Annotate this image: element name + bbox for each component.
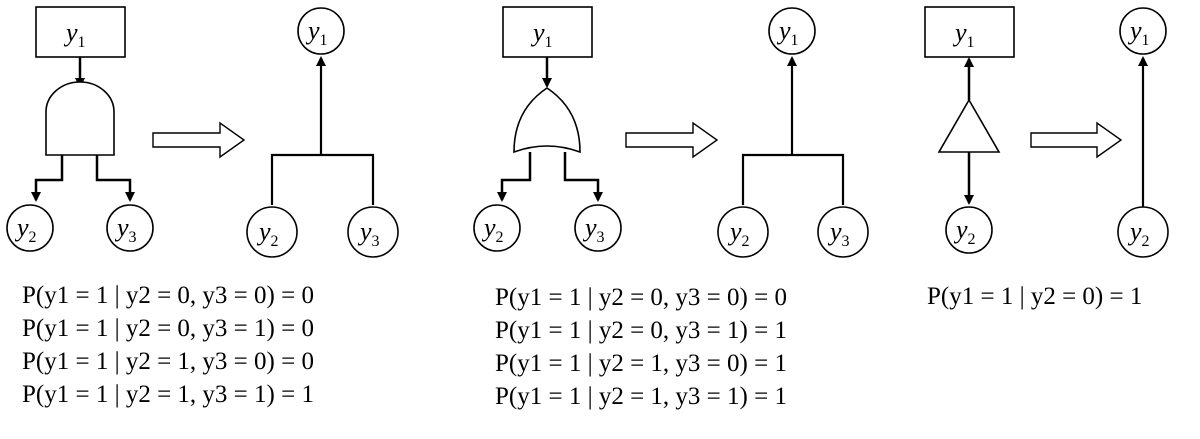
node-y3 <box>106 204 154 252</box>
or-gate-icon <box>513 87 581 154</box>
formula-line: P(y1 = 1 | y2 = 0) = 1 <box>927 283 1143 310</box>
transfer-gate-icon <box>937 98 1001 153</box>
formula-line: P(y1 = 1 | y2 = 0, y3 = 1) = 0 <box>22 315 314 342</box>
conversion-arrow-icon <box>625 121 719 159</box>
node-y2-label: y2 <box>14 213 37 246</box>
transfer-formulas: P(y1 = 1 | y2 = 0) = 1 <box>927 280 1142 313</box>
bn-node-y2 <box>1117 206 1169 258</box>
bn-node-y3-label: y3 <box>827 217 850 250</box>
conversion-arrow-icon <box>152 121 246 159</box>
bn-node-y2 <box>246 206 298 258</box>
transfer-fault-tree: y1 y2 <box>924 6 1015 254</box>
and-gate-icon <box>45 81 115 156</box>
bn-node-y3 <box>347 206 399 258</box>
node-y2-label: y2 <box>953 215 976 248</box>
formula-line: P(y1 = 1 | y2 = 1, y3 = 1) = 1 <box>22 381 314 408</box>
transfer-panel: y1 y2 y1 y2 <box>924 6 1169 258</box>
node-y3-label: y3 <box>114 213 137 246</box>
bn-node-y1 <box>297 7 345 55</box>
formula-line: P(y1 = 1 | y2 = 1, y3 = 0) = 1 <box>495 350 787 377</box>
bn-node-y2 <box>717 206 769 258</box>
formula-line: P(y1 = 1 | y2 = 0, y3 = 0) = 0 <box>495 284 787 311</box>
node-y2 <box>473 204 521 252</box>
bn-node-y1-label: y1 <box>305 16 328 49</box>
node-y3 <box>574 204 622 252</box>
and-formulas: P(y1 = 1 | y2 = 0, y3 = 0) = 0 P(y1 = 1 … <box>22 279 314 411</box>
bn-node-y2-label: y2 <box>727 217 750 250</box>
formula-line: P(y1 = 1 | y2 = 1, y3 = 1) = 1 <box>495 383 787 410</box>
or-panel: y1 y2 y3 y1 y2 y3 <box>473 6 869 258</box>
bn-node-y3-label: y3 <box>357 217 380 250</box>
event-box-y1-label: y1 <box>952 18 975 51</box>
or-formulas: P(y1 = 1 | y2 = 0, y3 = 0) = 0 P(y1 = 1 … <box>495 281 787 413</box>
event-box-y1-label: y1 <box>530 18 553 51</box>
bn-node-y2-label: y2 <box>1127 217 1150 250</box>
event-box-y1-label: y1 <box>63 18 86 51</box>
transfer-bayesian-network: y1 y2 <box>1117 7 1169 258</box>
bn-node-y1-label: y1 <box>1127 16 1150 49</box>
node-y2 <box>6 204 54 252</box>
and-panel: y1 y2 y3 y1 y2 y3 <box>6 6 399 258</box>
bn-node-y3 <box>817 206 869 258</box>
bn-node-y1 <box>1119 7 1167 55</box>
node-y2 <box>945 206 993 254</box>
and-bayesian-network: y1 y2 y3 <box>246 7 399 258</box>
node-y3-label: y3 <box>582 213 605 246</box>
event-box-y1 <box>924 6 1015 58</box>
formula-line: P(y1 = 1 | y2 = 0, y3 = 0) = 0 <box>22 282 314 309</box>
bn-node-y2-label: y2 <box>256 217 279 250</box>
formula-line: P(y1 = 1 | y2 = 1, y3 = 0) = 0 <box>22 348 314 375</box>
event-box-y1 <box>35 6 126 58</box>
or-fault-tree: y1 y2 y3 <box>473 6 622 252</box>
bn-node-y1 <box>768 7 816 55</box>
formula-line: P(y1 = 1 | y2 = 0, y3 = 1) = 1 <box>495 317 787 344</box>
and-fault-tree: y1 y2 y3 <box>6 6 154 252</box>
conversion-arrow-icon <box>1030 121 1123 159</box>
node-y2-label: y2 <box>481 213 504 246</box>
or-bayesian-network: y1 y2 y3 <box>717 7 869 258</box>
bn-node-y1-label: y1 <box>776 16 799 49</box>
